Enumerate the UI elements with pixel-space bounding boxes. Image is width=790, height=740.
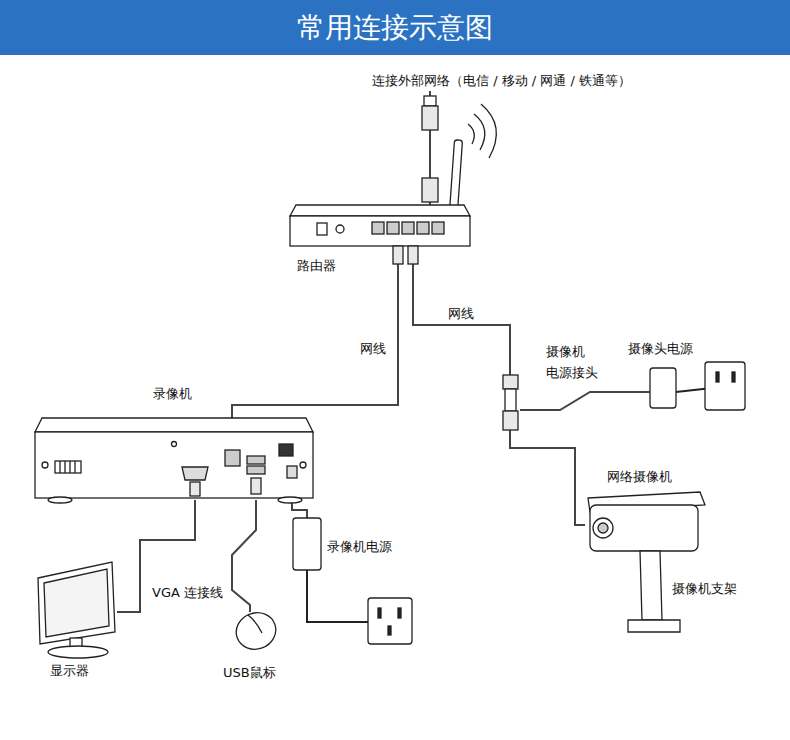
device-node: 录像机 bbox=[35, 418, 313, 500]
device-node: USB鼠标 bbox=[235, 612, 277, 650]
cable bbox=[232, 247, 398, 418]
device-label: 路由器 bbox=[297, 257, 336, 275]
device-node: 网络摄像机 bbox=[585, 495, 700, 555]
cable bbox=[413, 247, 510, 375]
part-label: 摄像机支架 bbox=[672, 580, 737, 598]
device-label: 网络摄像机 bbox=[607, 468, 672, 486]
device-label: 录像机电源 bbox=[327, 538, 392, 556]
device-node: 摄像头电源 bbox=[650, 368, 676, 408]
cable bbox=[510, 430, 585, 525]
device-node: 显示器 bbox=[35, 562, 117, 644]
device-label: 显示器 bbox=[50, 662, 89, 680]
device-node: 录像机电源 bbox=[293, 518, 321, 570]
cable bbox=[232, 500, 256, 612]
device-node: 摄像机 电源接头 bbox=[501, 375, 520, 430]
device-label: 摄像头电源 bbox=[628, 340, 693, 358]
device-label: 录像机 bbox=[153, 385, 192, 403]
cable-label: 网线 bbox=[358, 340, 388, 358]
device-node: 连接外部网络（电信 / 移动 / 网通 / 铁通等） bbox=[372, 72, 633, 91]
device-label: USB鼠标 bbox=[223, 664, 276, 682]
cable bbox=[520, 392, 650, 410]
device-label: 连接外部网络（电信 / 移动 / 网通 / 铁通等） bbox=[372, 72, 633, 90]
cable-label: 网线 bbox=[446, 305, 476, 323]
device-label: 摄像机 电源接头 bbox=[546, 342, 604, 384]
title-text: 常用连接示意图 bbox=[0, 0, 790, 55]
device-node: 路由器 bbox=[290, 205, 470, 247]
title-bar: 常用连接示意图 bbox=[0, 0, 790, 55]
cable-label: VGA 连接线 bbox=[150, 584, 225, 602]
